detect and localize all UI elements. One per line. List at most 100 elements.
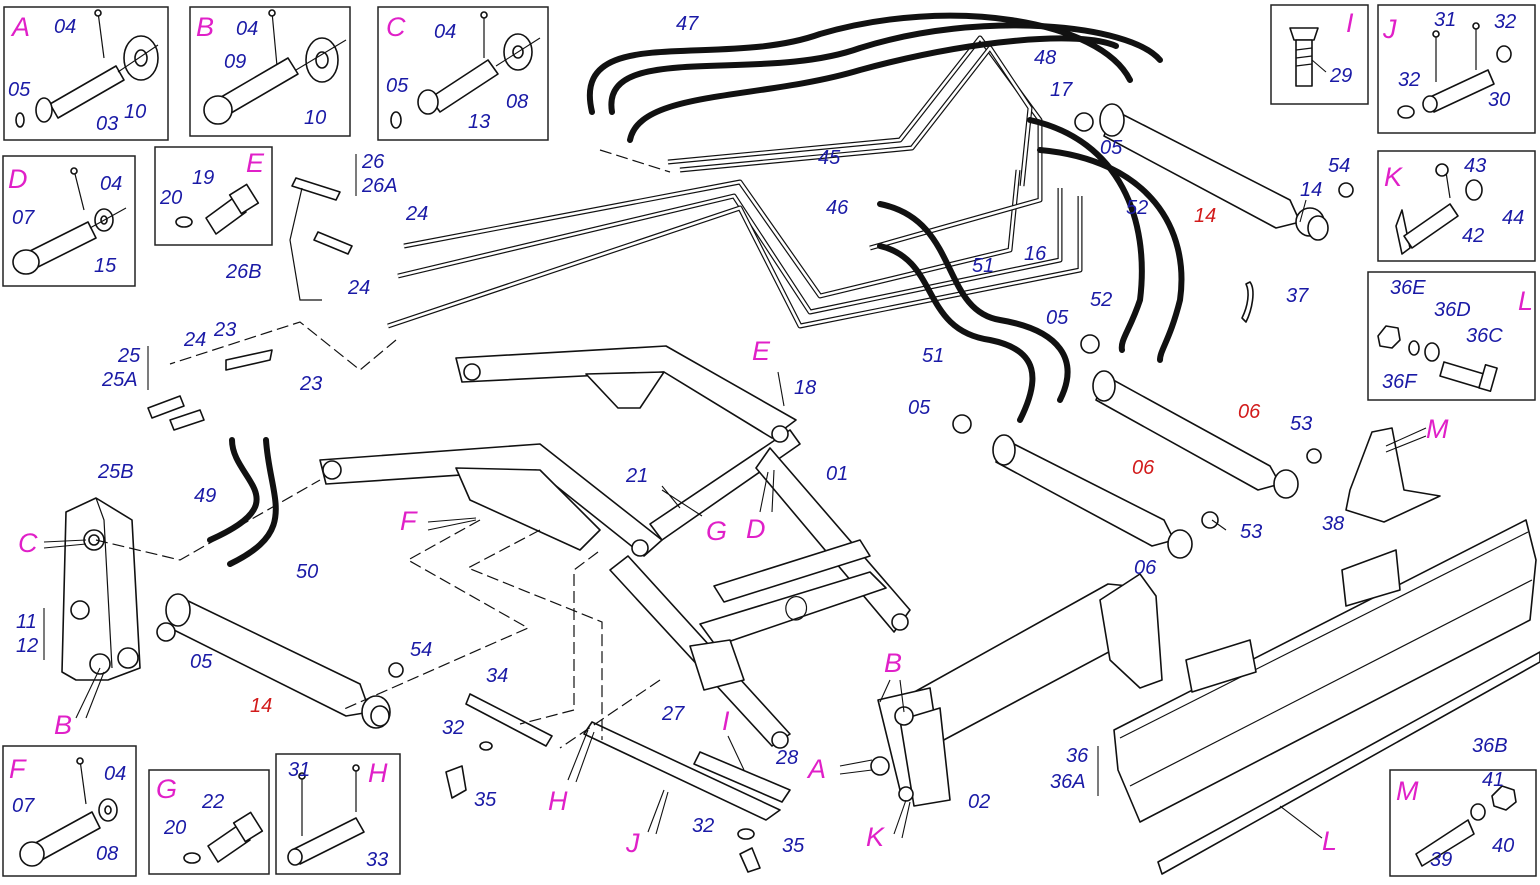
- callout-letter: C: [18, 528, 38, 558]
- inset-l-label: 36E: [1390, 277, 1426, 299]
- callout-letter: J: [625, 828, 640, 858]
- callout: 53: [1290, 413, 1312, 435]
- inset-a: A 04 05 03 10: [3, 6, 169, 141]
- callout: 05: [190, 651, 213, 673]
- inset-j-label: 30: [1488, 89, 1510, 111]
- inset-k-label: 42: [1462, 225, 1484, 247]
- callout-letter: B: [884, 648, 902, 678]
- callout: 21: [625, 465, 648, 487]
- inset-c-letter: C: [386, 12, 406, 42]
- callout: 14: [1300, 179, 1322, 201]
- inset-a-label: 05: [8, 79, 31, 101]
- hydraulic-tubes: [387, 35, 1083, 329]
- callout: 50: [296, 561, 318, 583]
- inset-k-label: 44: [1502, 207, 1524, 229]
- inset-d-letter: D: [8, 164, 28, 194]
- inset-m-label: 40: [1492, 835, 1514, 857]
- callout: 11: [16, 611, 37, 633]
- inset-k-letter: K: [1384, 162, 1403, 192]
- callout: 32: [442, 717, 464, 739]
- callout: 18: [794, 377, 816, 399]
- inset-l-letter: L: [1518, 286, 1533, 316]
- inset-c-label: 04: [434, 21, 456, 43]
- inset-a-label: 10: [124, 101, 146, 123]
- callout: 02: [968, 791, 990, 813]
- callout: 35: [474, 789, 497, 811]
- mount-plate: [61, 497, 141, 681]
- inset-i: I 29: [1270, 4, 1369, 105]
- callout: 25B: [97, 461, 134, 483]
- callout-red: 06: [1132, 457, 1155, 479]
- callout: 05: [908, 397, 931, 419]
- callouts-red: 14 06 06 14: [250, 205, 1261, 717]
- inset-b-letter: B: [196, 12, 214, 42]
- callout: 25: [117, 345, 141, 367]
- callout: 54: [410, 639, 432, 661]
- inset-f: F 04 07 08: [2, 745, 137, 877]
- cylinder-left-14: [165, 593, 391, 729]
- inset-a-label: 04: [54, 16, 76, 38]
- inset-b-label: 04: [236, 18, 258, 40]
- callout: 35: [782, 835, 805, 857]
- callout-letter: I: [722, 706, 730, 736]
- callout: 06: [1134, 557, 1157, 579]
- blade-36: [1113, 519, 1540, 875]
- inset-h: H 31 33: [275, 753, 401, 875]
- callout: 24: [183, 329, 206, 351]
- callout: 12: [16, 635, 38, 657]
- callout: 16: [1024, 243, 1047, 265]
- callout: 26: [361, 151, 385, 173]
- inset-c: C 04 05 13 08: [377, 6, 549, 141]
- inset-d-label: 04: [100, 173, 122, 195]
- callout: 52: [1126, 197, 1148, 219]
- inset-c-label: 13: [468, 111, 490, 133]
- inset-g-letter: G: [156, 774, 177, 804]
- inset-j-letter: J: [1382, 14, 1397, 44]
- callout-red: 14: [250, 695, 272, 717]
- inset-k: K 43 44 42: [1377, 150, 1536, 262]
- inset-l: L 36E 36D 36C 36F: [1367, 271, 1536, 401]
- inset-b-label: 10: [304, 107, 326, 129]
- callout-letter: F: [400, 506, 418, 536]
- inset-m-label: 41: [1482, 769, 1504, 791]
- callout-letter: L: [1322, 826, 1337, 856]
- callout: 27: [661, 703, 685, 725]
- inset-j-label: 32: [1494, 11, 1516, 33]
- callout: 45: [818, 147, 841, 169]
- inset-d: D 04 07 15: [2, 155, 136, 287]
- callout: 47: [676, 13, 699, 35]
- callout: 54: [1328, 155, 1350, 177]
- inset-c-label: 05: [386, 75, 409, 97]
- loader-frame: [319, 345, 911, 749]
- cylinder-upper-right-14: [1099, 103, 1329, 241]
- callout: 23: [213, 319, 236, 341]
- inset-e-label: 20: [159, 187, 182, 209]
- inset-b: B 04 09 10: [189, 6, 351, 137]
- callout: 48: [1034, 47, 1056, 69]
- callout-letter: E: [752, 336, 771, 366]
- callout-letter: G: [706, 516, 727, 546]
- inset-j-label: 31: [1434, 9, 1456, 31]
- cylinder-middle-06: [992, 434, 1193, 559]
- inset-f-label: 04: [104, 763, 126, 785]
- callout: 32: [692, 815, 714, 837]
- inset-l-label: 36D: [1434, 299, 1471, 321]
- inset-i-letter: I: [1346, 8, 1354, 38]
- inset-l-label: 36F: [1382, 371, 1418, 393]
- inset-h-label: 33: [366, 849, 388, 871]
- callout: 01: [826, 463, 848, 485]
- loose-parts: [147, 112, 1441, 873]
- dashed-connectors: [95, 149, 671, 749]
- callout: 24: [347, 277, 370, 299]
- callout-letter: A: [806, 754, 826, 784]
- callout: 05: [1046, 307, 1069, 329]
- callout: 17: [1050, 79, 1073, 101]
- callout: 52: [1090, 289, 1112, 311]
- callout: 46: [826, 197, 849, 219]
- callout: 36: [1066, 745, 1089, 767]
- inset-m-label: 39: [1430, 849, 1452, 871]
- callout-letter: H: [548, 786, 568, 816]
- callout-letter: D: [746, 514, 766, 544]
- inset-i-label: 29: [1329, 65, 1352, 87]
